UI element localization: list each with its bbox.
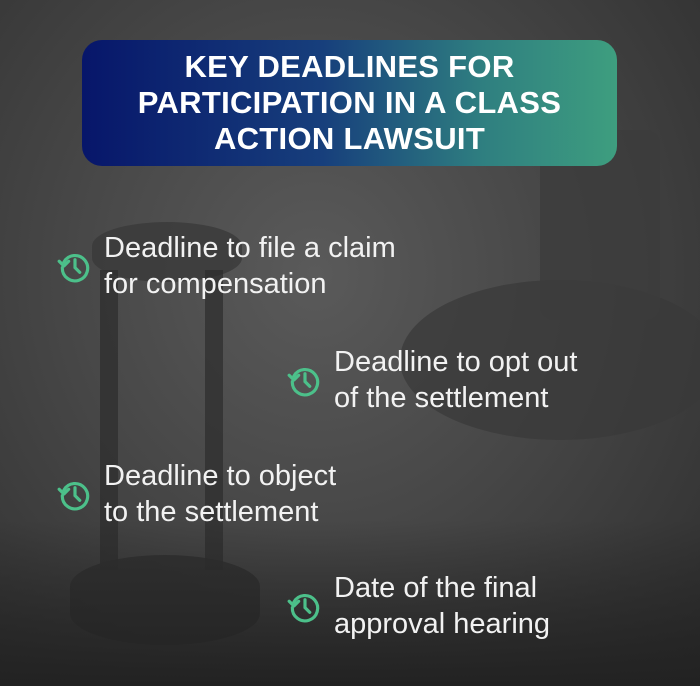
item-line: of the settlement bbox=[334, 382, 549, 414]
item-line: approval hearing bbox=[334, 608, 551, 640]
background-shadow bbox=[0, 520, 700, 686]
hourglass-post bbox=[100, 270, 118, 570]
item-line: Deadline to object bbox=[104, 460, 337, 492]
list-item: Deadline to object to the settlement bbox=[56, 458, 336, 530]
history-clock-icon bbox=[287, 594, 320, 623]
history-clock-icon bbox=[287, 368, 320, 397]
history-clock-icon bbox=[57, 482, 90, 511]
list-item: Date of the final approval hearing bbox=[286, 570, 550, 642]
title-banner: KEY DEADLINES FOR PARTICIPATION IN A CLA… bbox=[82, 40, 617, 166]
list-item: Deadline to file a claim for compensation bbox=[56, 230, 396, 302]
page-title: KEY DEADLINES FOR PARTICIPATION IN A CLA… bbox=[137, 49, 562, 156]
list-item: Deadline to opt out of the settlement bbox=[286, 344, 577, 416]
history-clock-icon bbox=[57, 254, 90, 283]
item-line: Deadline to opt out bbox=[334, 346, 578, 378]
item-line: to the settlement bbox=[104, 496, 319, 528]
item-line: for compensation bbox=[104, 268, 327, 300]
item-line: Date of the final bbox=[334, 572, 538, 604]
hourglass-post bbox=[205, 270, 223, 570]
item-line: Deadline to file a claim bbox=[104, 232, 396, 264]
